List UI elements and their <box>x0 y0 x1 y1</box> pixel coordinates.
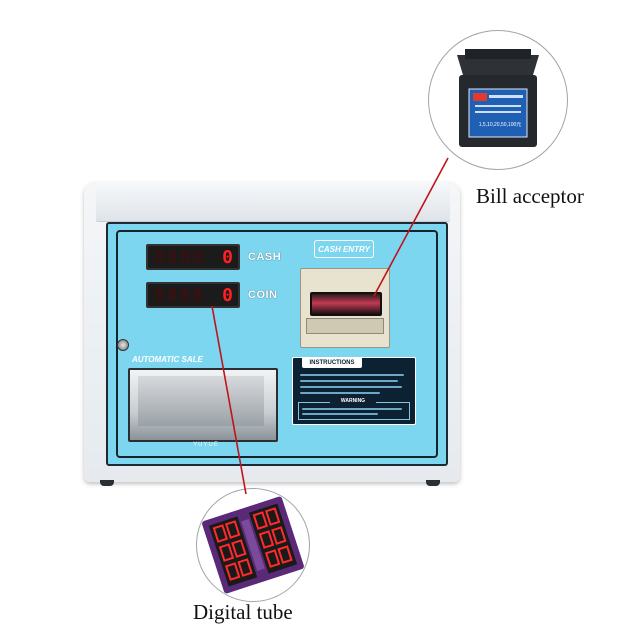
warning-label: WARNING <box>330 398 376 405</box>
digital-tube-image <box>202 496 304 594</box>
digital-tube-inset <box>196 488 310 602</box>
bill-acceptor-caption: Bill acceptor <box>476 184 584 208</box>
door-lock[interactable] <box>117 339 129 351</box>
automatic-sale-label: AUTOMATIC SALE <box>132 354 203 364</box>
coin-display-value: 0 <box>222 284 233 306</box>
machine-foot-left <box>100 480 114 486</box>
bill-acceptor-inset: 1,5,10,20,50,100元 <box>428 30 568 170</box>
instructions-text-line <box>300 380 398 382</box>
coin-display-segments: 8888 <box>154 284 206 306</box>
bill-slot[interactable] <box>310 292 382 316</box>
instructions-title: INSTRUCTIONS <box>302 357 362 368</box>
coin-label: COIN <box>248 289 278 301</box>
cash-label: CASH <box>248 251 282 263</box>
warning-text-line <box>302 413 378 415</box>
machine-foot-right <box>426 480 440 486</box>
instructions-text-line <box>300 374 404 376</box>
cash-display-segments: 8888 <box>154 246 206 268</box>
brand-text: YUYUE <box>193 442 219 448</box>
instructions-text-line <box>300 386 402 388</box>
cash-display: 8888 0 <box>146 244 240 270</box>
machine-lid <box>96 181 450 222</box>
bill-slot-lip <box>306 318 384 334</box>
warning-text-line <box>302 408 402 410</box>
cash-display-value: 0 <box>222 246 233 268</box>
instructions-text-line <box>300 392 380 394</box>
bill-acceptor-image <box>457 49 539 147</box>
digital-tube-caption: Digital tube <box>193 600 293 624</box>
bill-acceptor-sticker-text: 1,5,10,20,50,100元 <box>478 122 522 128</box>
coin-display: 8888 0 <box>146 282 240 308</box>
cash-entry-sign: CASH ENTRY <box>314 240 374 258</box>
dispense-window-glass <box>138 376 264 426</box>
